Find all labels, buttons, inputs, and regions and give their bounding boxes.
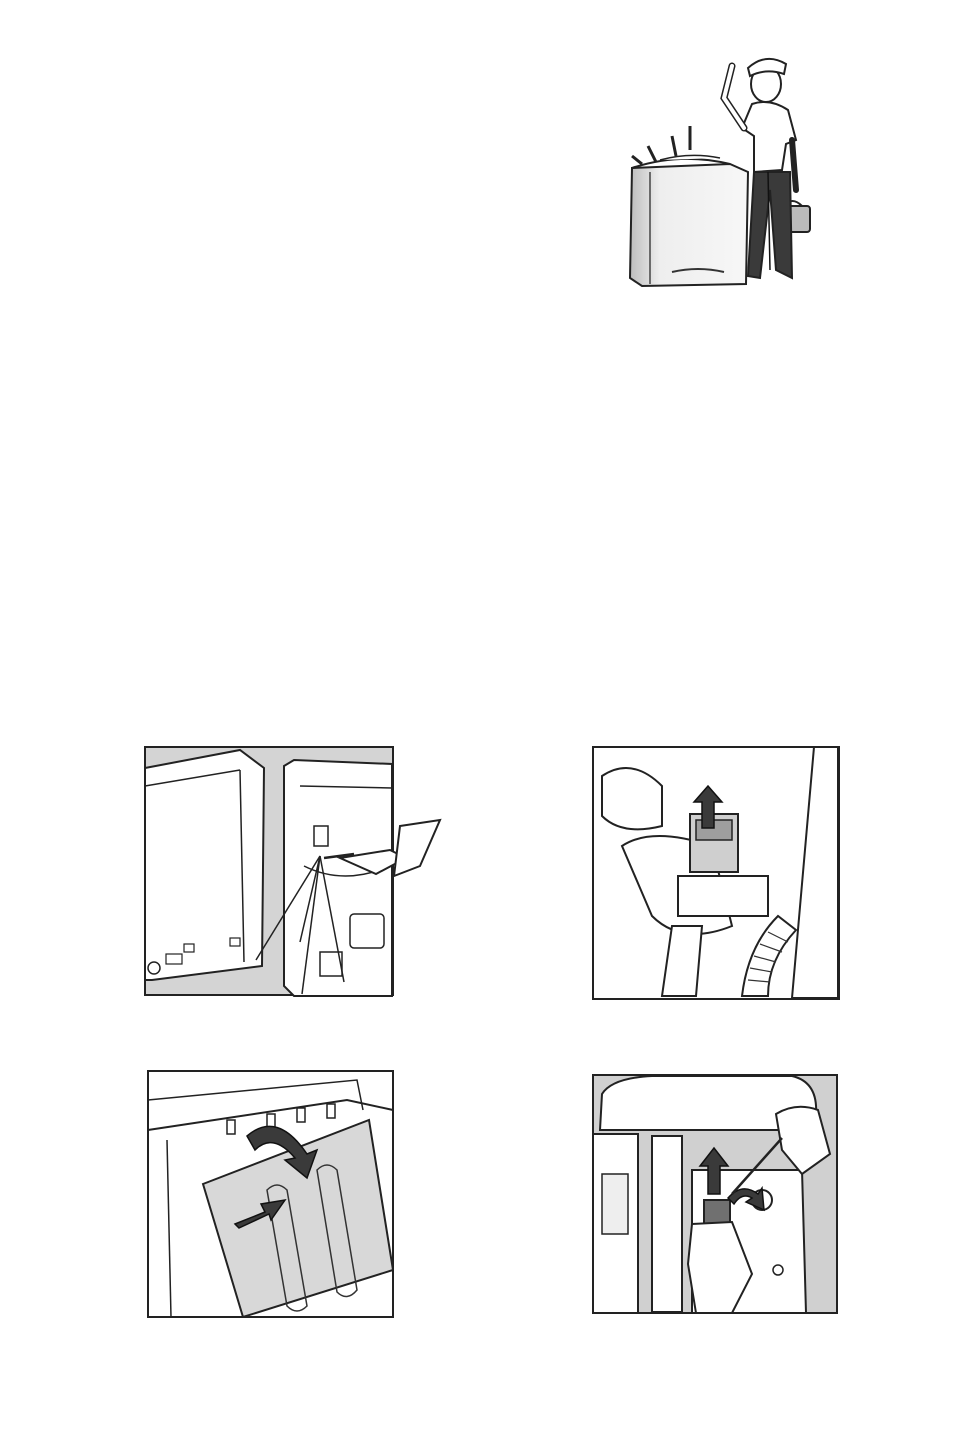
technician-with-dryer-illustration: [620, 40, 820, 290]
dryer-back-panel-screws-illustration: [144, 746, 444, 998]
drain-pump-connector-illustration: [592, 746, 840, 1000]
front-panel-removal-illustration: [147, 1070, 394, 1318]
control-connector-release-illustration: [592, 1074, 838, 1314]
